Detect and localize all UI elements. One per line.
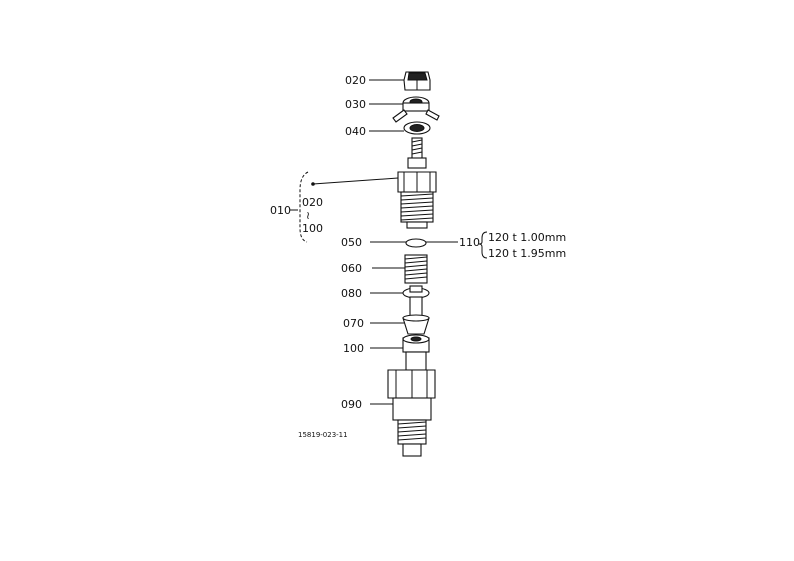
part-050-shim: [405, 238, 427, 248]
label-020: 020: [345, 74, 366, 87]
label-050: 050: [341, 236, 362, 249]
part-100-nozzle: [402, 334, 430, 371]
label-030: 030: [345, 98, 366, 111]
label-070: 070: [343, 317, 364, 330]
label-110-option-2: 120 t 1.95mm: [488, 247, 566, 260]
part-090-lower-body: [387, 369, 436, 457]
label-010-range-sep: ≀: [306, 209, 310, 222]
part-030-leak-off-fitting: [392, 96, 440, 123]
label-110-option-1: 120 t 1.00mm: [488, 231, 566, 244]
leader-lines: [290, 79, 488, 405]
part-070-distance-piece: [402, 314, 430, 335]
part-010-upper-body: [397, 137, 437, 229]
label-010: 010: [270, 204, 291, 217]
part-040-washer: [403, 121, 431, 135]
label-010-range-start: 020: [302, 196, 323, 209]
part-020-cap-nut: [403, 71, 431, 91]
label-040: 040: [345, 125, 366, 138]
label-090: 090: [341, 398, 362, 411]
label-110: 110: [459, 236, 480, 249]
label-080: 080: [341, 287, 362, 300]
label-060: 060: [341, 262, 362, 275]
reference-code: 15819-023-11: [298, 431, 348, 439]
part-080-spring-seat: [402, 285, 430, 318]
label-100: 100: [343, 342, 364, 355]
part-060-spring: [404, 254, 428, 284]
label-010-range-end: 100: [302, 222, 323, 235]
